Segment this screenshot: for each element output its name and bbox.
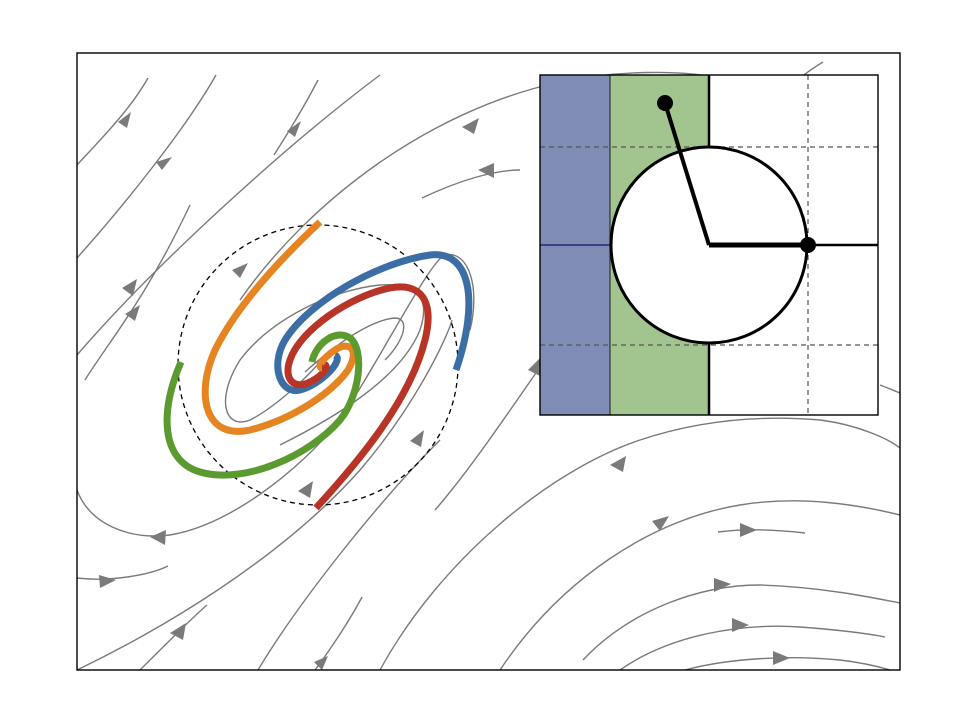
arrow-icon [732, 618, 749, 632]
streamline [77, 74, 217, 259]
arrow-icon [652, 516, 669, 531]
arrow-icon [740, 523, 757, 537]
trajectory-orange [201, 219, 357, 435]
streamline [717, 529, 806, 534]
streamline [239, 71, 721, 301]
arrow-icon [298, 481, 313, 498]
inset-frame [539, 74, 879, 416]
arrow-icon [122, 279, 137, 296]
pendulum-bob-right [800, 237, 816, 253]
streamline-arrows [99, 112, 790, 670]
arrow-icon [118, 112, 131, 128]
trajectories [163, 219, 473, 511]
trajectory-green [163, 331, 363, 479]
arrow-icon [314, 656, 328, 670]
pendulum-bob-upper [657, 95, 673, 111]
arrow-icon [714, 578, 731, 592]
arrow-icon [287, 121, 301, 137]
streamline [684, 656, 891, 670]
arrow-icon [410, 430, 424, 447]
arrow-icon [150, 530, 166, 545]
streamline [582, 584, 900, 661]
axes-frame [76, 52, 901, 671]
streamline [77, 77, 149, 166]
arrow-icon [170, 623, 186, 640]
streamline [499, 500, 900, 670]
arrow-icon [462, 118, 479, 134]
arrow-icon [232, 263, 248, 278]
arrow-icon [156, 157, 172, 170]
streamline [77, 74, 381, 356]
streamline [77, 319, 453, 670]
arrow-icon [528, 358, 540, 376]
streamline [77, 565, 169, 580]
streamline [421, 169, 521, 199]
arrow-icon [125, 305, 140, 321]
trajectory-blue [274, 251, 473, 394]
arrow-icon [773, 651, 790, 665]
arrow-icon [610, 456, 626, 472]
arrow-icon [478, 163, 494, 178]
inset-panel [539, 74, 879, 416]
streamline [139, 604, 208, 670]
inset-grid [540, 75, 878, 415]
trajectory-red [284, 283, 432, 511]
streamline [619, 625, 886, 670]
pendulum-arm-upper [663, 102, 711, 246]
streamline [879, 384, 900, 394]
streamline [379, 417, 900, 670]
streamline [273, 79, 319, 156]
arrow-icon [99, 575, 116, 588]
